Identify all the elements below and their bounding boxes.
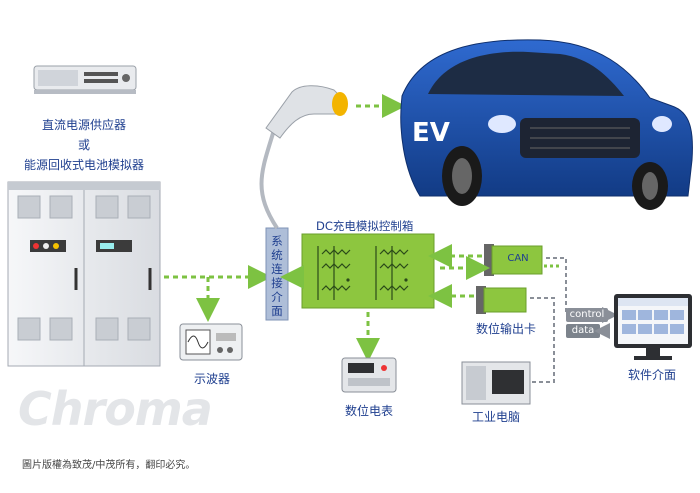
controller-title: DC充电模拟控制箱 [316,219,414,233]
control-tag [566,308,608,322]
battery-simulator-cabinet-icon [7,181,161,367]
battery-simulator-label: 能源回收式电池模拟器 [23,158,145,172]
digital-multimeter-icon [341,357,397,393]
gray-link-can [546,257,567,312]
digital-output-card-icon [476,286,527,314]
charging-gun-icon [265,85,348,139]
electric-vehicle-icon [400,39,693,210]
power-supply-label: 直流电源供应器 [41,118,127,132]
multimeter-label: 数位电表 [344,404,394,418]
data-label: data [571,325,595,336]
control-label: control [569,309,605,320]
relay-symbols [317,246,409,300]
industrial-pc-label: 工业电脑 [471,410,521,424]
brand-watermark: Chroma [18,382,213,436]
copyright-notice: 圖片版權為致茂/中茂所有，翻印必究。 [22,460,196,471]
oscilloscope-label: 示波器 [193,372,231,386]
oscilloscope-icon [179,323,243,361]
software-interface-label: 软件介面 [627,368,677,382]
or-label: 或 [77,138,91,152]
ev-badge: EV [412,118,450,148]
data-tag [566,324,600,338]
power-supply-icon [33,65,137,94]
digital-output-card-label: 数位输出卡 [475,322,537,336]
industrial-pc-icon [461,361,531,405]
can-label: CAN [507,253,529,264]
software-monitor-icon [614,294,692,360]
gray-link-card [530,297,555,383]
system-interface-label: 系统连接介面 [271,234,283,318]
dc-charge-controller-box [301,233,435,309]
charging-cable [259,129,279,230]
